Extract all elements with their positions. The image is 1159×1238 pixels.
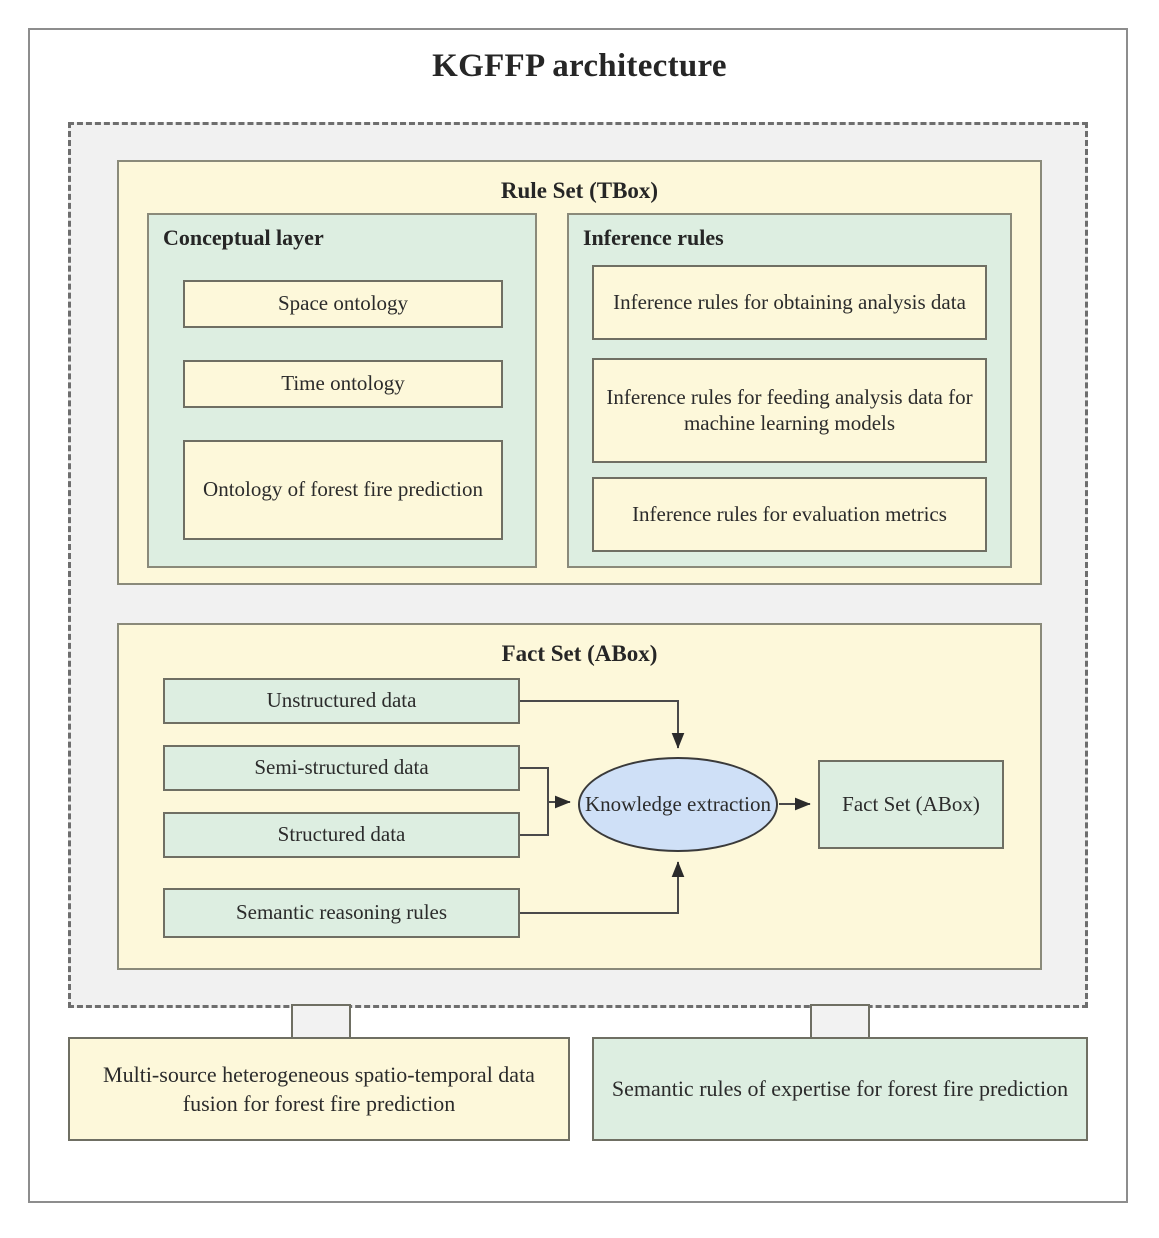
rule-set-title: Rule Set (TBox) xyxy=(500,178,659,203)
box-time-ontology: Time ontology xyxy=(183,360,503,408)
box-inference-rules-feeding-ml-models: Inference rules for feeding analysis dat… xyxy=(592,358,987,463)
box-semantic-reasoning-rules: Semantic reasoning rules xyxy=(163,888,520,938)
box-unstructured-data: Unstructured data xyxy=(163,678,520,724)
fact-set-title: Fact Set (ABox) xyxy=(501,641,658,666)
box-semi-structured-data: Semi-structured data xyxy=(163,745,520,791)
box-fact-set-abox-output: Fact Set (ABox) xyxy=(818,760,1004,849)
box-structured-data: Structured data xyxy=(163,812,520,858)
box-space-ontology: Space ontology xyxy=(183,280,503,328)
box-inference-rules-evaluation-metrics: Inference rules for evaluation metrics xyxy=(592,477,987,552)
box-ontology-forest-fire-prediction: Ontology of forest fire prediction xyxy=(183,440,503,540)
box-output-data-fusion: Multi-source heterogeneous spatio-tempor… xyxy=(68,1037,570,1141)
page-title: KGFFP architecture xyxy=(432,48,727,84)
conceptual-layer-title: Conceptual layer xyxy=(163,225,324,250)
inference-rules-title: Inference rules xyxy=(583,225,724,250)
box-inference-rules-obtaining-analysis-data: Inference rules for obtaining analysis d… xyxy=(592,265,987,340)
ellipse-knowledge-extraction: Knowledge extraction xyxy=(578,757,778,852)
box-output-semantic-rules: Semantic rules of expertise for forest f… xyxy=(592,1037,1088,1141)
